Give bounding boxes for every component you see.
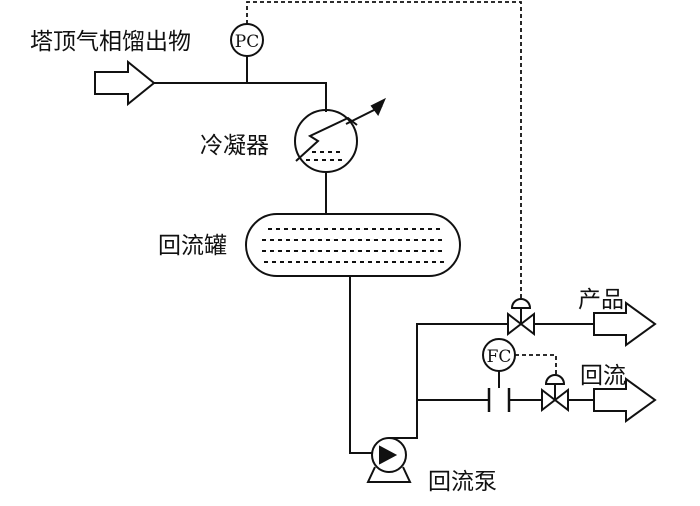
reflux-outlet-arrow bbox=[593, 377, 657, 423]
pump-discharge-line bbox=[409, 323, 508, 439]
product-label: 产品 bbox=[578, 287, 624, 313]
overhead-vapor-label: 塔顶气相馏出物 bbox=[30, 29, 191, 55]
product-control-valve bbox=[507, 298, 535, 337]
condenser-icon bbox=[294, 97, 386, 173]
fc-tag: FC bbox=[487, 347, 512, 367]
reflux-drum-icon bbox=[245, 213, 461, 277]
product-outlet-arrow bbox=[593, 301, 657, 347]
pc-bubble bbox=[230, 23, 264, 57]
condenser-label: 冷凝器 bbox=[200, 133, 269, 159]
reflux-pump-icon bbox=[366, 437, 412, 483]
reflux-pump-label: 回流泵 bbox=[428, 469, 497, 495]
pump-suction-line bbox=[349, 276, 372, 454]
feed-line bbox=[154, 82, 327, 112]
feed-inlet-arrow bbox=[94, 59, 156, 107]
pc-signal-line bbox=[246, 1, 522, 300]
pc-tag: PC bbox=[235, 32, 259, 52]
fc-signal-line bbox=[515, 354, 557, 376]
reflux-label: 回流 bbox=[580, 363, 626, 389]
orifice-plate bbox=[487, 388, 511, 412]
reflux-drum-label: 回流罐 bbox=[158, 233, 227, 259]
reflux-control-valve bbox=[541, 374, 569, 413]
